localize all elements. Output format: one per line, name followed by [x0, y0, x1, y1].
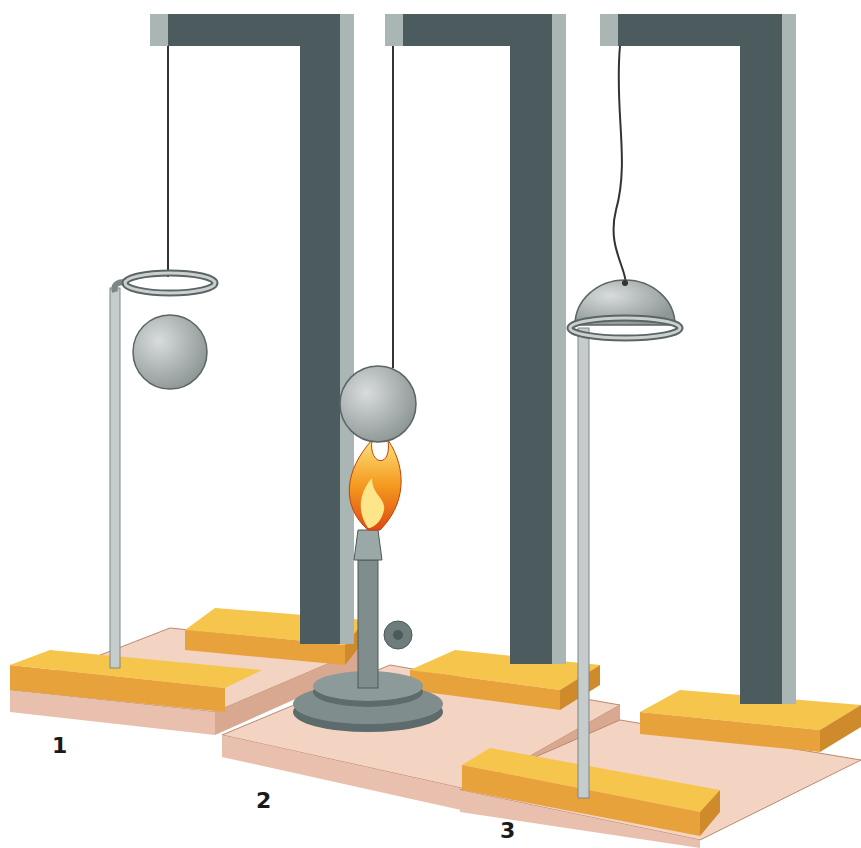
stand-base [460, 690, 861, 848]
callout-number: 1 [52, 733, 67, 758]
heated-ball [340, 46, 416, 442]
stand-frame [385, 14, 566, 664]
bunsen-burner [293, 440, 443, 732]
stand-frame [600, 14, 796, 704]
ring-with-ball [570, 46, 680, 798]
callout-number: 3 [500, 818, 515, 843]
ring-and-ball [110, 46, 215, 668]
callout-number: 2 [256, 788, 271, 813]
